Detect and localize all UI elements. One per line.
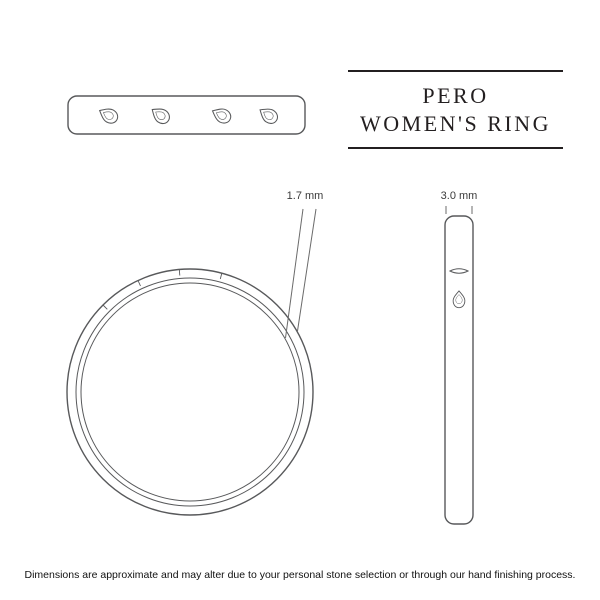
- pear-stone-icon: [208, 104, 234, 127]
- stone-position-ticks: [102, 269, 223, 310]
- pear-stone-icon: [147, 103, 173, 127]
- band-width-leader-left: [285, 208, 304, 339]
- pear-stone-icon: [452, 290, 466, 309]
- band-top-outline: [67, 95, 306, 135]
- band-width-label: 1.7 mm: [286, 190, 324, 202]
- product-type: WOMEN'S RING: [359, 110, 551, 136]
- title-top-rule: [348, 70, 563, 72]
- band-side-outline: [444, 215, 474, 525]
- band-width-leader-right: [297, 208, 317, 332]
- ring-inner-edge: [75, 277, 305, 507]
- band-side-view: [444, 215, 474, 525]
- ring-front-view: [66, 268, 314, 516]
- band-depth-label: 3.0 mm: [440, 190, 478, 202]
- title-bottom-rule: [348, 147, 563, 149]
- ring-bore-edge: [80, 282, 300, 502]
- product-name: PERO: [422, 83, 489, 108]
- ring-outer-edge: [66, 268, 314, 516]
- disclaimer-text: Dimensions are approximate and may alter…: [24, 569, 576, 581]
- band-top-view: [67, 95, 306, 135]
- pear-stone-icon: [255, 103, 281, 127]
- dimension-leader-lines: [285, 206, 473, 339]
- stone-girdle-edge-icon: [448, 268, 470, 274]
- pear-stone-icon: [95, 104, 121, 127]
- title-block: PERO WOMEN'S RING: [348, 70, 563, 149]
